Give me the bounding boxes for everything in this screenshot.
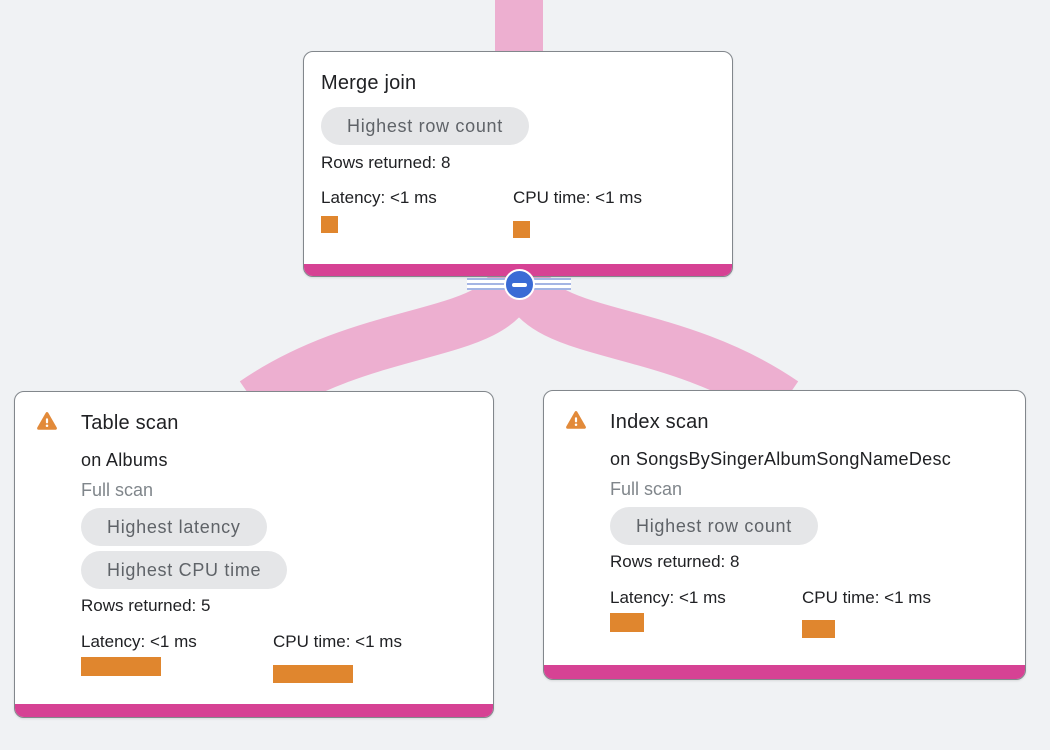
plan-node-merge-join[interactable]: Merge join Highest row count Rows return…	[303, 51, 733, 277]
cpu-time-bar	[273, 665, 353, 683]
cpu-time-label: CPU time: <1 ms	[802, 588, 931, 607]
cpu-time-bar	[802, 620, 835, 638]
node-title: Merge join	[321, 72, 417, 94]
latency-metric: Latency: <1 ms	[321, 188, 513, 238]
rows-returned-label: Rows returned: 8	[321, 153, 451, 172]
rows-returned-label: Rows returned: 8	[610, 552, 740, 571]
latency-label: Latency: <1 ms	[610, 588, 726, 607]
badge-highest-row-count: Highest row count	[610, 507, 818, 545]
cpu-time-metric: CPU time: <1 ms	[273, 632, 402, 683]
node-title: Index scan	[610, 411, 709, 433]
latency-bar	[81, 657, 161, 676]
cpu-time-metric: CPU time: <1 ms	[802, 588, 931, 638]
plan-node-table-scan[interactable]: Table scan on Albums Full scan Highest l…	[14, 391, 494, 718]
badge-highest-latency: Highest latency	[81, 508, 267, 546]
badge-highest-cpu-time: Highest CPU time	[81, 551, 288, 589]
scan-type-label: Full scan	[610, 479, 683, 499]
rows-returned-label: Rows returned: 5	[81, 596, 211, 615]
collapse-control[interactable]	[467, 269, 571, 300]
edge-to-index-scan	[499, 269, 799, 423]
latency-bar	[610, 613, 644, 632]
badge-highest-row-count: Highest row count	[321, 107, 529, 145]
warning-icon	[37, 412, 57, 430]
latency-metric: Latency: <1 ms	[81, 632, 273, 683]
latency-bar	[321, 216, 338, 233]
minus-icon	[512, 282, 527, 287]
plan-node-index-scan[interactable]: Index scan on SongsBySingerAlbumSongName…	[543, 390, 1026, 680]
cpu-time-label: CPU time: <1 ms	[273, 632, 402, 651]
cpu-time-label: CPU time: <1 ms	[513, 188, 642, 207]
node-accent-bar	[15, 704, 493, 717]
node-accent-bar	[544, 665, 1025, 679]
latency-label: Latency: <1 ms	[321, 188, 437, 207]
cpu-time-bar	[513, 221, 530, 238]
edge-to-table-scan	[239, 269, 539, 423]
scan-target-label: on SongsBySingerAlbumSongNameDesc	[610, 449, 952, 469]
latency-label: Latency: <1 ms	[81, 632, 197, 651]
latency-metric: Latency: <1 ms	[610, 588, 802, 638]
node-title: Table scan	[81, 412, 179, 434]
scan-target-label: on Albums	[81, 450, 168, 470]
warning-icon	[566, 411, 586, 429]
cpu-time-metric: CPU time: <1 ms	[513, 188, 642, 238]
collapse-button[interactable]	[504, 269, 535, 300]
scan-type-label: Full scan	[81, 480, 154, 500]
